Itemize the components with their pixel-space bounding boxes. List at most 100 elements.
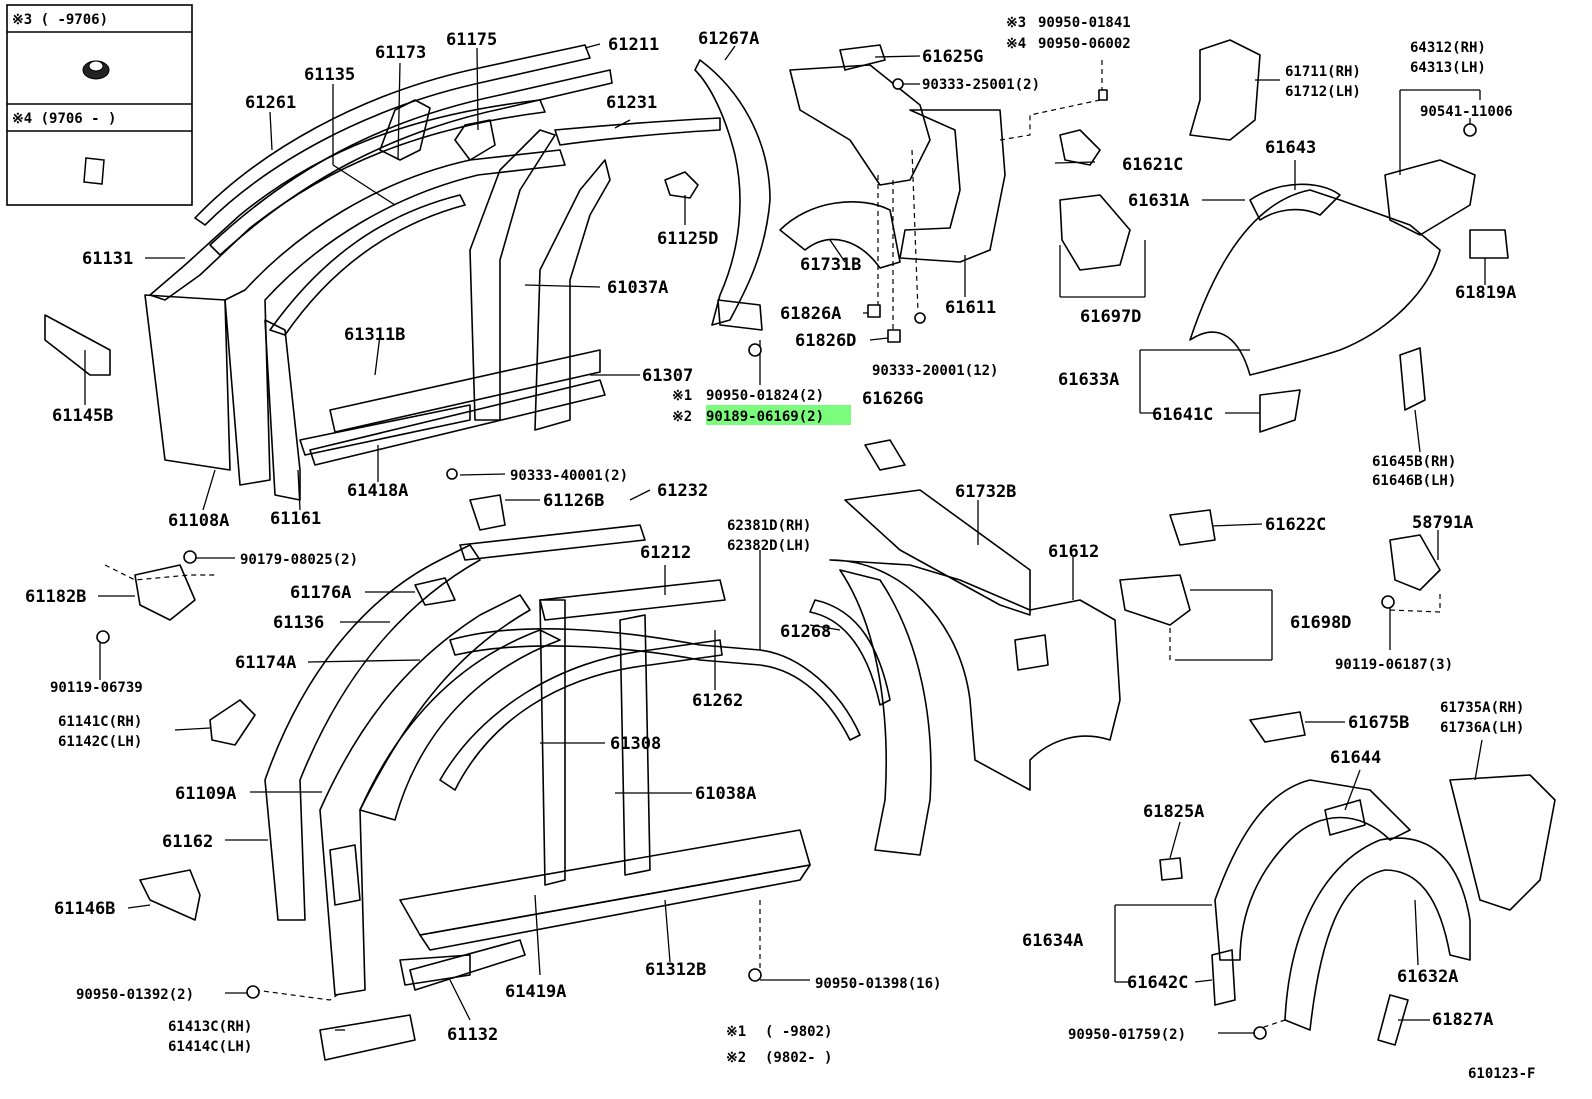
grommet-icon [1253,1026,1267,1040]
label-61162[interactable]: 61162 [162,832,213,852]
label-61132[interactable]: 61132 [447,1025,498,1045]
label-61146B[interactable]: 61146B [54,899,115,919]
label-90119-06739[interactable]: 90119-06739 [50,680,143,696]
label-61038A[interactable]: 61038A [695,784,756,804]
label-61308[interactable]: 61308 [610,734,661,754]
label-61212[interactable]: 61212 [640,543,691,563]
label-90950-01392[interactable]: 90950-01392(2) [76,987,194,1003]
label-61644[interactable]: 61644 [1330,748,1381,768]
label-n4-mark: ※4 [1006,36,1026,52]
label-90950-01759[interactable]: 90950-01759(2) [1068,1027,1186,1043]
label-61267A[interactable]: 61267A [698,29,759,49]
label-64313[interactable]: 64313(LH) [1410,60,1486,76]
label-61819A[interactable]: 61819A [1455,283,1516,303]
label-62381D[interactable]: 62381D(RH) [727,518,811,534]
label-61126B[interactable]: 61126B [543,491,604,511]
label-61135[interactable]: 61135 [304,65,355,85]
label-61712[interactable]: 61712(LH) [1285,84,1361,100]
label-61312B[interactable]: 61312B [645,960,706,980]
label-61161[interactable]: 61161 [270,509,321,529]
label-61736A[interactable]: 61736A(LH) [1440,720,1524,736]
label-61697D[interactable]: 61697D [1080,307,1141,327]
label-61182B[interactable]: 61182B [25,587,86,607]
label-61826D[interactable]: 61826D [795,331,856,351]
label-61631A[interactable]: 61631A [1128,191,1189,211]
label-90950-01824[interactable]: 90950-01824(2) [706,388,824,404]
label-61711[interactable]: 61711(RH) [1285,64,1361,80]
drawing-id: 610123-F [1468,1066,1535,1082]
label-61141C[interactable]: 61141C(RH) [58,714,142,730]
label-61632A[interactable]: 61632A [1397,967,1458,987]
label-61626G[interactable]: 61626G [862,389,923,409]
bolt-icon [183,550,197,564]
label-61176A[interactable]: 61176A [290,583,351,603]
label-61268[interactable]: 61268 [780,622,831,642]
nut-icon [892,78,904,90]
label-61231[interactable]: 61231 [606,93,657,113]
label-90541-11006[interactable]: 90541-11006 [1420,104,1513,120]
label-90950-01398[interactable]: 90950-01398(16) [815,976,941,992]
label-61418A[interactable]: 61418A [347,481,408,501]
label-61625G[interactable]: 61625G [922,47,983,67]
label-90189-06169[interactable]: 90189-06169(2) [706,409,824,425]
grommet-icon [246,985,260,999]
label-61612[interactable]: 61612 [1048,542,1099,562]
label-61173[interactable]: 61173 [375,43,426,63]
label-61125D[interactable]: 61125D [657,229,718,249]
label-61645B[interactable]: 61645B(RH) [1372,454,1456,470]
label-90119-06187[interactable]: 90119-06187(3) [1335,657,1453,673]
label-61642C[interactable]: 61642C [1127,973,1188,993]
label-61825A[interactable]: 61825A [1143,802,1204,822]
label-61611[interactable]: 61611 [945,298,996,318]
grommet-icon [82,60,110,80]
label-62382D[interactable]: 62382D(LH) [727,538,811,554]
label-61108A[interactable]: 61108A [168,511,229,531]
label-61145B[interactable]: 61145B [52,406,113,426]
label-61646B[interactable]: 61646B(LH) [1372,473,1456,489]
label-61136[interactable]: 61136 [273,613,324,633]
label-61307[interactable]: 61307 [642,366,693,386]
label-61732B[interactable]: 61732B [955,482,1016,502]
label-61175[interactable]: 61175 [446,30,497,50]
label-90333-20001[interactable]: 90333-20001(12) [872,363,998,379]
label-61109A[interactable]: 61109A [175,784,236,804]
label-61232[interactable]: 61232 [657,481,708,501]
label-61211[interactable]: 61211 [608,35,659,55]
label-61414C[interactable]: 61414C(LH) [168,1039,252,1055]
label-90179-08025[interactable]: 90179-08025(2) [240,552,358,568]
label-61413C[interactable]: 61413C(RH) [168,1019,252,1035]
label-90333-25001[interactable]: 90333-25001(2) [922,77,1040,93]
label-61634A[interactable]: 61634A [1022,931,1083,951]
label-61731B[interactable]: 61731B [800,255,861,275]
label-61037A[interactable]: 61037A [607,278,668,298]
label-61675B[interactable]: 61675B [1348,713,1409,733]
plug-icon [867,304,881,318]
seal-pad-icon [83,157,105,185]
label-90950-06002[interactable]: 90950-06002 [1038,36,1131,52]
label-61142C[interactable]: 61142C(LH) [58,734,142,750]
label-90333-40001[interactable]: 90333-40001(2) [510,468,628,484]
label-61261[interactable]: 61261 [245,93,296,113]
quarter-inner-drawing [694,39,1509,433]
label-61735A[interactable]: 61735A(RH) [1440,700,1524,716]
leader-lines [84,43,1486,1034]
plug-icon [887,329,901,343]
fasteners [96,78,1477,1040]
label-64312[interactable]: 64312(RH) [1410,40,1486,56]
label-61643[interactable]: 61643 [1265,138,1316,158]
label-61641C[interactable]: 61641C [1152,405,1213,425]
label-61311B[interactable]: 61311B [344,325,405,345]
label-61633A[interactable]: 61633A [1058,370,1119,390]
label-61622C[interactable]: 61622C [1265,515,1326,535]
label-90950-01841[interactable]: 90950-01841 [1038,15,1131,31]
label-61174A[interactable]: 61174A [235,653,296,673]
label-61827A[interactable]: 61827A [1432,1010,1493,1030]
label-58791A[interactable]: 58791A [1412,513,1473,533]
label-61131[interactable]: 61131 [82,249,133,269]
label-61419A[interactable]: 61419A [505,982,566,1002]
label-61262[interactable]: 61262 [692,691,743,711]
label-61698D[interactable]: 61698D [1290,613,1351,633]
label-61826A[interactable]: 61826A [780,304,841,324]
label-61621C[interactable]: 61621C [1122,155,1183,175]
